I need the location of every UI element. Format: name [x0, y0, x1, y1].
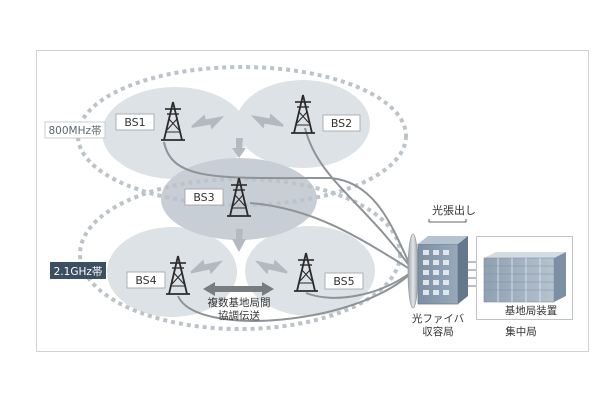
coordination-text-line1: 複数基地局間 [208, 296, 271, 309]
fiber-extension-bracket [428, 219, 467, 223]
band-800-ring [76, 65, 408, 207]
fiber-bs4 [177, 270, 414, 322]
label-bs2: BS2 [322, 114, 361, 132]
bs3-text: BS3 [193, 191, 214, 204]
band-800-text: 800MHz帯 [48, 124, 101, 137]
label-bs1: BS1 [115, 113, 155, 131]
bs2-text: BS2 [331, 117, 352, 130]
bs4-text: BS4 [135, 274, 156, 287]
cell-bs1 [102, 87, 248, 179]
fiber-extension-label: 光張出し [432, 203, 476, 217]
label-bs5: BS5 [324, 272, 364, 290]
bs5-text: BS5 [333, 275, 354, 288]
fiber-bs3 [249, 202, 414, 272]
vertical-signal-link [232, 138, 246, 252]
diagram-frame [36, 50, 589, 352]
cell-bs4 [107, 227, 237, 317]
central-office-label: 集中局 [505, 325, 537, 338]
fiber-office-building-icon [417, 236, 468, 305]
fiber-bs2 [304, 127, 414, 272]
label-bs3: BS3 [184, 188, 224, 206]
coordination-arrow-icon [203, 282, 274, 296]
fiber-lines [163, 127, 432, 322]
band-21-text: 2.1GHz帯 [54, 265, 103, 278]
band-21-tag: 2.1GHz帯 [50, 262, 106, 279]
bs1-text: BS1 [124, 116, 145, 129]
fiber-office-label-line1: 光ファイバ [412, 312, 465, 325]
cell-bs2 [236, 80, 370, 168]
base-station-equipment-label: 基地局装置 [505, 304, 558, 317]
band-800-tag: 800MHz帯 [44, 121, 106, 139]
label-bs4: BS4 [126, 271, 166, 289]
fiber-connector-icon [407, 233, 419, 309]
fiber-office-label-line2: 収容局 [422, 325, 454, 338]
fiber-bs5 [305, 270, 414, 299]
fiber-bs1 [163, 141, 414, 272]
server-racks-icon [483, 252, 566, 303]
coordination-text-line2: 協調伝送 [218, 309, 260, 322]
